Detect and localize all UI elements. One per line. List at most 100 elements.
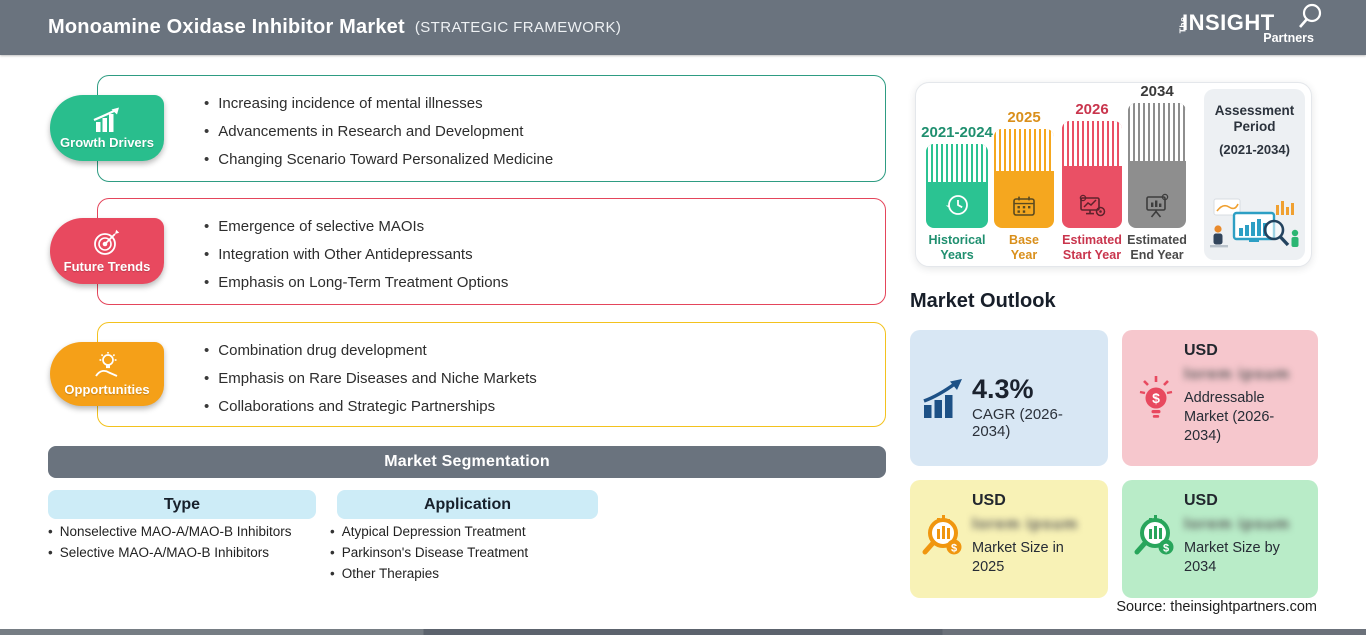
header-bar: Monoamine Oxidase Inhibitor Market (STRA… bbox=[0, 0, 1366, 55]
label-line: Years bbox=[940, 248, 974, 262]
opportunities-badge: Opportunities bbox=[50, 342, 164, 406]
list-item: Advancements in Research and Development bbox=[204, 122, 875, 141]
market-segmentation-title: Market Segmentation bbox=[384, 453, 550, 470]
card-label: Market Size by 2034 bbox=[1184, 540, 1280, 575]
target-dart-icon bbox=[94, 229, 120, 255]
list-item: Emergence of selective MAOIs bbox=[204, 217, 875, 236]
label-line: Historical bbox=[928, 233, 986, 247]
badge-label: Future Trends bbox=[63, 258, 151, 274]
svg-text:$: $ bbox=[1152, 390, 1160, 406]
timeline-bar bbox=[994, 129, 1054, 228]
presentation-screen-icon bbox=[1146, 193, 1169, 218]
cagr-value: 4.3% bbox=[972, 374, 1034, 404]
card-body: USD lorem ipsum Market Size by 2034 bbox=[1184, 492, 1310, 577]
growth-drivers-badge: Growth Drivers bbox=[50, 95, 164, 161]
currency-label: USD bbox=[1184, 492, 1218, 509]
growth-drivers-list: Increasing incidence of mental illnesses… bbox=[204, 94, 875, 169]
card-body: USD lorem ipsum Market Size in 2025 bbox=[972, 492, 1100, 577]
assessment-timeline-card: 2021-2024 Historical Years 2025 bbox=[915, 82, 1312, 267]
list-item: Parkinson's Disease Treatment bbox=[330, 546, 615, 560]
opportunities-box: Combination drug development Emphasis on… bbox=[97, 322, 886, 427]
assessment-title: Assessment Period bbox=[1204, 103, 1305, 135]
segment-header-application: Application bbox=[337, 490, 598, 519]
timeline-year-label: 2034 bbox=[1140, 83, 1174, 100]
cagr-label: CAGR (2026-2034) bbox=[972, 406, 1063, 440]
type-items-list: Nonselective MAO-A/MAO-B Inhibitors Sele… bbox=[48, 525, 333, 567]
list-item: Changing Scenario Toward Personalized Me… bbox=[204, 150, 875, 169]
timeline-year-label: 2025 bbox=[1007, 109, 1041, 126]
future-trends-badge: Future Trends bbox=[50, 218, 164, 284]
card-label: Addressable Market (2026-2034) bbox=[1184, 390, 1275, 444]
page-title: Monoamine Oxidase Inhibitor Market bbox=[48, 16, 405, 38]
timeline-bar-base: 2025 Base Year bbox=[994, 83, 1054, 262]
list-item: Emphasis on Rare Diseases and Niche Mark… bbox=[204, 369, 875, 388]
timeline-bar-historical: 2021-2024 Historical Years bbox=[921, 83, 993, 262]
logo-partners-text: Partners bbox=[1263, 31, 1314, 45]
magnifier-chart-icon: $ bbox=[922, 515, 962, 555]
barcode-stripes bbox=[1062, 121, 1122, 166]
svg-text:$: $ bbox=[951, 543, 957, 555]
footer-bar bbox=[0, 629, 1366, 635]
market-size-2025-card: $ USD lorem ipsum Market Size in 2025 bbox=[910, 480, 1108, 598]
idea-hand-icon bbox=[95, 351, 118, 377]
timeline-bar bbox=[1128, 103, 1186, 228]
currency-label: USD bbox=[972, 492, 1006, 509]
source-attribution: Source: theinsightpartners.com bbox=[1116, 599, 1317, 615]
list-item: Nonselective MAO-A/MAO-B Inhibitors bbox=[48, 525, 333, 539]
list-item: Selective MAO-A/MAO-B Inhibitors bbox=[48, 546, 333, 560]
list-item: Integration with Other Antidepressants bbox=[204, 245, 875, 264]
label-line: Period bbox=[1233, 119, 1276, 134]
bulb-dollar-icon: $ bbox=[1139, 376, 1173, 418]
svg-text:$: $ bbox=[1163, 543, 1169, 555]
list-item: Atypical Depression Treatment bbox=[330, 525, 615, 539]
label-line: Estimated bbox=[1062, 233, 1122, 247]
label-line: Assessment bbox=[1214, 103, 1295, 118]
market-segmentation-bar: Market Segmentation bbox=[48, 446, 886, 478]
label-line: Start Year bbox=[1062, 248, 1122, 262]
card-body: USD lorem ipsum Addressable Market (2026… bbox=[1184, 342, 1310, 446]
list-item: Collaborations and Strategic Partnership… bbox=[204, 397, 875, 416]
card-body: 4.3% CAGR (2026-2034) bbox=[972, 374, 1100, 440]
list-item: Increasing incidence of mental illnesses bbox=[204, 94, 875, 113]
market-outlook-title: Market Outlook bbox=[910, 290, 1056, 312]
market-size-2034-card: $ USD lorem ipsum Market Size by 2034 bbox=[1122, 480, 1318, 598]
blurred-market-value: lorem ipsum bbox=[1184, 366, 1291, 383]
assessment-period-panel: Assessment Period (2021-2034) bbox=[1204, 89, 1305, 260]
list-item: Other Therapies bbox=[330, 567, 615, 581]
blurred-market-value: lorem ipsum bbox=[1184, 516, 1291, 533]
magnifier-chart-icon: $ bbox=[1134, 515, 1174, 555]
segment-header-label: Application bbox=[423, 495, 512, 513]
barcode-stripes bbox=[926, 144, 988, 182]
badge-label: Growth Drivers bbox=[60, 134, 154, 150]
label-line: Year bbox=[1010, 248, 1038, 262]
history-clock-icon bbox=[945, 195, 968, 215]
opportunities-list: Combination drug development Emphasis on… bbox=[204, 341, 875, 416]
timeline-bar bbox=[1062, 121, 1122, 228]
timeline-bar-start: 2026 Estimated Start Year bbox=[1062, 83, 1122, 262]
card-label: Market Size in 2025 bbox=[972, 540, 1064, 575]
bar-growth-icon bbox=[923, 379, 962, 418]
timeline-year-label: 2021-2024 bbox=[921, 124, 993, 141]
analysts-charts-illustration bbox=[1210, 198, 1299, 248]
timeline-bar-label: Estimated End Year bbox=[1122, 233, 1192, 263]
timeline-bar-end: 2034 Estimated End Year bbox=[1127, 83, 1187, 262]
currency-label: USD bbox=[1184, 342, 1218, 359]
future-trends-box: Emergence of selective MAOIs Integration… bbox=[97, 198, 886, 305]
future-trends-list: Emergence of selective MAOIs Integration… bbox=[204, 217, 875, 292]
application-items-list: Atypical Depression Treatment Parkinson'… bbox=[330, 525, 615, 588]
barcode-stripes bbox=[1128, 103, 1186, 161]
forecast-monitor-icon bbox=[1079, 194, 1106, 217]
list-item: Emphasis on Long-Term Treatment Options bbox=[204, 273, 875, 292]
addressable-market-card: $ USD lorem ipsum Addressable Market (20… bbox=[1122, 330, 1318, 466]
page-subtitle: (STRATEGIC FRAMEWORK) bbox=[414, 19, 622, 36]
assessment-range: (2021-2034) bbox=[1219, 142, 1290, 157]
list-item: Combination drug development bbox=[204, 341, 875, 360]
timeline-bar-label: Estimated Start Year bbox=[1056, 233, 1128, 263]
calendar-icon bbox=[1013, 196, 1035, 216]
badge-label: Opportunities bbox=[64, 381, 150, 397]
growth-chart-icon bbox=[93, 107, 119, 132]
timeline-bar-label: Base Year bbox=[988, 233, 1060, 263]
growth-drivers-box: Increasing incidence of mental illnesses… bbox=[97, 75, 886, 182]
label-line: End Year bbox=[1130, 248, 1184, 262]
